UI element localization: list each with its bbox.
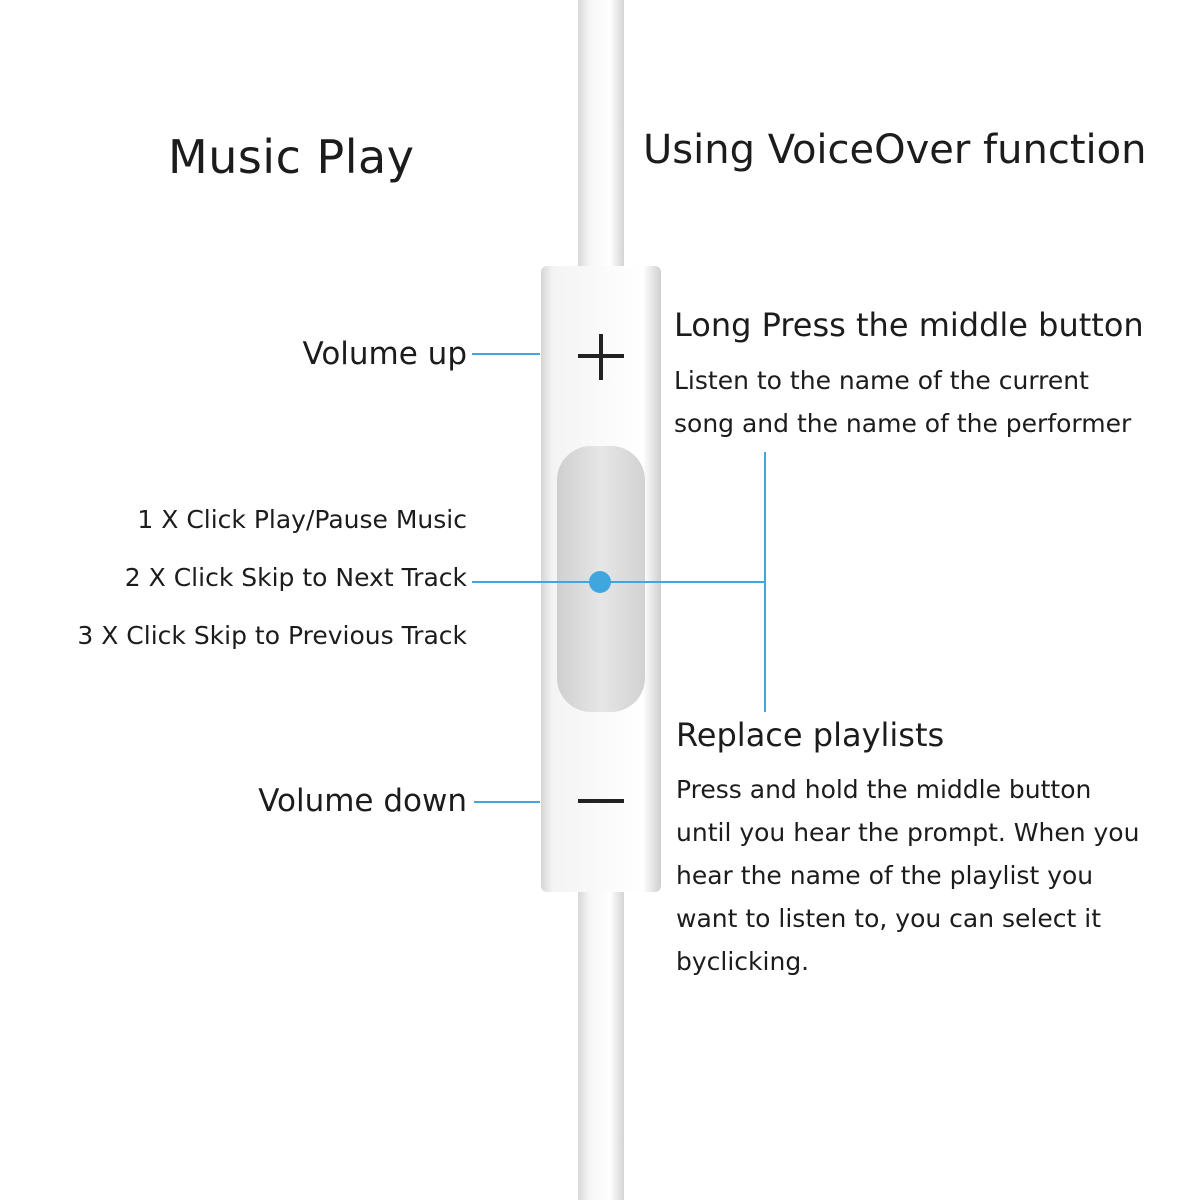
replace-playlists-title: Replace playlists xyxy=(676,716,945,754)
long-press-description: Listen to the name of the current song a… xyxy=(674,359,1131,445)
plus-icon[interactable] xyxy=(578,334,624,380)
cable-top xyxy=(578,0,624,272)
voiceover-heading: Using VoiceOver function xyxy=(643,127,1147,173)
cable-bottom xyxy=(578,886,624,1200)
replace-line: until you hear the prompt. When you xyxy=(676,818,1140,847)
replace-line: Press and hold the middle button xyxy=(676,775,1092,804)
long-press-line: Listen to the name of the current xyxy=(674,366,1089,395)
volume-up-label: Volume up xyxy=(302,336,467,372)
click-3-label: 3 X Click Skip to Previous Track xyxy=(77,621,467,650)
music-play-heading: Music Play xyxy=(168,130,415,184)
click-1-label: 1 X Click Play/Pause Music xyxy=(137,505,467,534)
minus-icon[interactable] xyxy=(578,799,624,803)
volume-down-label: Volume down xyxy=(258,783,467,819)
long-press-title: Long Press the middle button xyxy=(674,306,1144,344)
click-2-label: 2 X Click Skip to Next Track xyxy=(124,563,467,592)
center-dot-icon xyxy=(589,571,611,593)
long-press-line: song and the name of the performer xyxy=(674,409,1132,438)
replace-line: byclicking. xyxy=(676,947,810,976)
replace-line: want to listen to, you can select it xyxy=(676,904,1101,933)
replace-line: hear the name of the playlist you xyxy=(676,861,1094,890)
replace-playlists-description: Press and hold the middle button until y… xyxy=(676,768,1139,983)
